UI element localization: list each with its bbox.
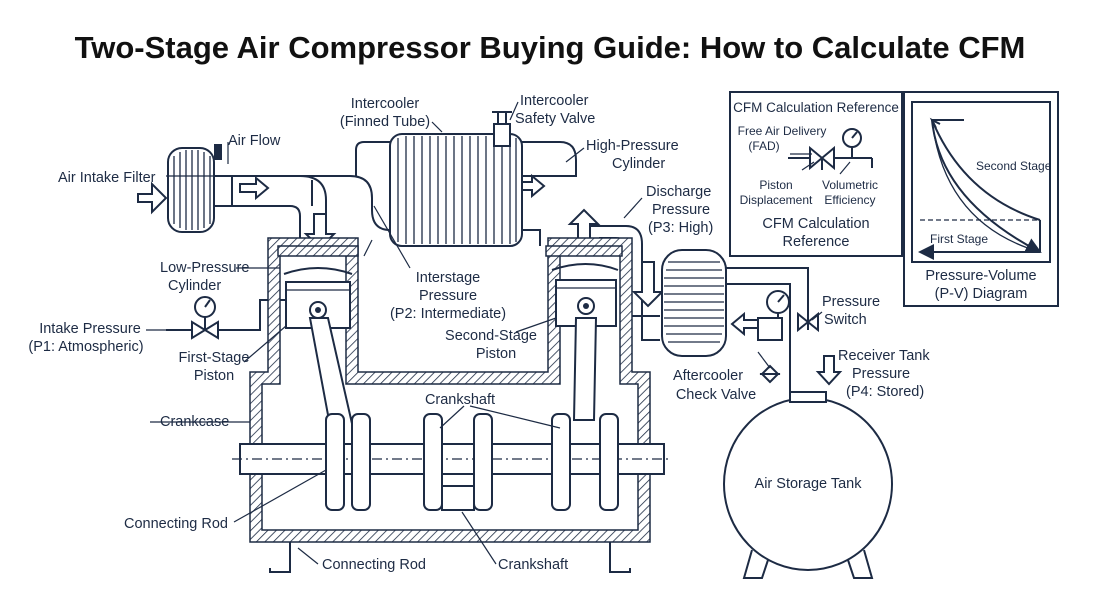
label-interstage-pressure: Interstage — [416, 270, 481, 286]
fad-gauge-icon — [842, 128, 862, 158]
label-free-air-delivery: Free Air Delivery — [738, 124, 827, 138]
label-receiver-tank-pressure-3: (P4: Stored) — [846, 384, 924, 400]
intake-arrow-icon — [137, 181, 168, 215]
air-storage-tank — [723, 391, 893, 579]
label-intake-pressure: Intake Pressure — [39, 321, 141, 337]
page-title: Two-Stage Air Compressor Buying Guide: H… — [75, 30, 1026, 65]
intake-valve-icon — [166, 299, 290, 340]
air-intake-filter — [167, 144, 233, 233]
label-volumetric-efficiency: Volumetric — [822, 178, 878, 192]
label-interstage-pressure-3: (P2: Intermediate) — [390, 306, 506, 322]
label-crankshaft-top: Crankshaft — [425, 392, 495, 408]
label-connecting-rod-bottom: Connecting Rod — [322, 557, 426, 573]
label-air-storage-tank: Air Storage Tank — [755, 476, 863, 492]
cfm-reference-caption: CFM Calculation — [762, 216, 869, 232]
label-free-air-delivery-sub: (FAD) — [748, 139, 779, 153]
label-high-pressure-cylinder: High-Pressure — [586, 138, 679, 154]
label-intercooler-safety-valve: Intercooler — [520, 93, 589, 109]
label-air-intake-filter: Air Intake Filter — [58, 170, 156, 186]
label-interstage-pressure-2: Pressure — [419, 288, 477, 304]
label-high-pressure-cylinder-sub: Cylinder — [612, 156, 665, 172]
label-pressure-switch: Pressure — [822, 294, 880, 310]
label-second-stage-piston-sub: Piston — [476, 346, 516, 362]
intake-gauge-icon — [194, 296, 216, 330]
pv-diagram-box — [903, 91, 1059, 307]
intercooler — [389, 133, 523, 247]
low-pressure-cylinder — [277, 245, 359, 275]
label-second-stage-piston: Second-Stage — [445, 328, 537, 344]
label-piston-displacement-sub: Displacement — [740, 193, 813, 207]
air-flow-arrow-icon — [239, 175, 270, 201]
aftercooler-return-arrow-icon — [730, 311, 759, 337]
pv-curves — [918, 117, 1042, 260]
component-labels: Air Intake Filter Air Flow Intercooler (… — [28, 93, 930, 573]
receiver-down-arrow-icon — [815, 355, 843, 386]
discharge-gauge-icon — [766, 290, 790, 318]
label-air-flow: Air Flow — [228, 133, 281, 149]
connecting-rod-right — [572, 317, 598, 421]
label-aftercooler: Aftercooler — [673, 368, 743, 384]
label-crankcase: Crankcase — [160, 414, 229, 430]
pv-diagram-caption: Pressure-Volume — [925, 268, 1036, 284]
leader-lines — [146, 101, 823, 565]
cfm-reference-labels: CFM Calculation Reference Free Air Deliv… — [733, 100, 899, 250]
label-volumetric-efficiency-sub: Efficiency — [824, 193, 875, 207]
discharge-down-arrow-icon — [631, 261, 665, 308]
label-intercooler-safety-valve-sub: Safety Valve — [515, 111, 595, 127]
label-intercooler-sub: (Finned Tube) — [340, 114, 430, 130]
label-receiver-tank-pressure: Receiver Tank — [838, 348, 930, 364]
check-valve-icon — [757, 317, 783, 384]
label-discharge-pressure-3: (P3: High) — [648, 220, 713, 236]
crankcase-feet — [269, 542, 631, 573]
label-intercooler: Intercooler — [351, 96, 420, 112]
aftercooler — [661, 249, 727, 357]
cfm-reference-box — [729, 91, 903, 257]
high-pressure-cylinder — [545, 245, 623, 271]
label-receiver-tank-pressure-2: Pressure — [852, 366, 910, 382]
label-low-pressure-cylinder: Low-Pressure — [160, 260, 249, 276]
label-discharge-pressure: Discharge — [646, 184, 711, 200]
pressure-switch-icon — [797, 311, 819, 333]
label-first-stage: First Stage — [930, 232, 988, 246]
label-intake-pressure-sub: (P1: Atmospheric) — [28, 339, 143, 355]
label-first-stage-piston: First-Stage — [179, 350, 250, 366]
crankshaft — [232, 413, 672, 511]
pv-diagram-labels: Second Stage First Stage Pressure-Volume… — [925, 159, 1051, 302]
label-pressure-switch-sub: Switch — [824, 312, 867, 328]
label-second-stage: Second Stage — [976, 159, 1052, 173]
label-first-stage-piston-sub: Piston — [194, 368, 234, 384]
label-connecting-rod-left: Connecting Rod — [124, 516, 228, 532]
pv-diagram-caption-sub: (P-V) Diagram — [935, 286, 1028, 302]
label-low-pressure-cylinder-sub: Cylinder — [168, 278, 221, 294]
label-crankshaft-bottom: Crankshaft — [498, 557, 568, 573]
cfm-reference-caption-sub: Reference — [783, 234, 850, 250]
label-check-valve: Check Valve — [676, 387, 756, 403]
intercooler-safety-valve-icon — [492, 111, 512, 147]
interstage-pipe — [246, 141, 577, 246]
label-piston-displacement: Piston — [759, 178, 792, 192]
cfm-reference-heading: CFM Calculation Reference — [733, 100, 899, 115]
label-discharge-pressure-2: Pressure — [652, 202, 710, 218]
